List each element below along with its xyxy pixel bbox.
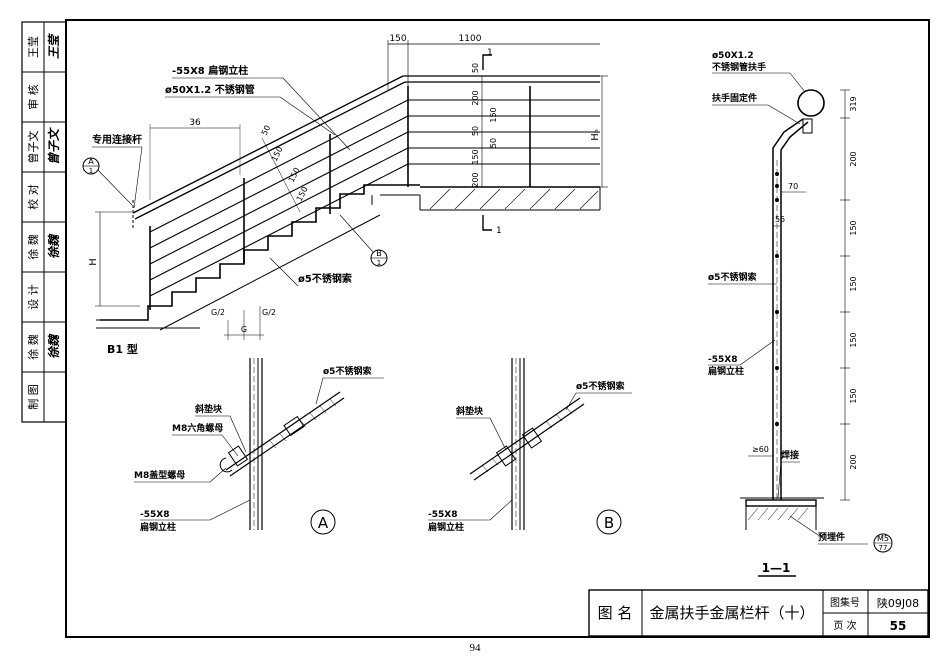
strip-role-1: 王莹 xyxy=(27,36,40,58)
dim-Hh: Hₕ xyxy=(590,129,601,141)
strip-sign-1: 王莹 xyxy=(47,33,61,59)
sec-dim-150a: 150 xyxy=(849,220,858,235)
sec-dim-319: 319 xyxy=(849,96,858,111)
sec-dim-150d: 150 xyxy=(849,388,858,403)
strip-role-7: 徐 魏 xyxy=(26,334,40,360)
callout-b-sub: 1 xyxy=(377,259,381,267)
section-title: 1—1 xyxy=(762,561,791,575)
page-number: 94 xyxy=(469,642,481,654)
dim-36: 36 xyxy=(189,118,201,128)
dim-150f: 150 xyxy=(295,185,310,203)
detail-b: ø5不锈钢索 斜垫块 -55X8 扁钢立柱 B xyxy=(428,358,632,535)
dim-H: H xyxy=(88,258,99,266)
sec-label-embed: 预埋件 xyxy=(818,531,845,543)
dim-150e: 150 xyxy=(287,166,302,184)
dim-G: G xyxy=(241,325,247,334)
detail-a-pad: 斜垫块 xyxy=(194,403,223,415)
title-block: 图 名 金属扶手金属栏杆（十） 图集号 陕09J08 页 次 55 xyxy=(588,589,929,637)
strip-role-2: 审 核 xyxy=(26,84,40,110)
label-connector: 专用连接杆 xyxy=(92,133,142,146)
sec-dim-200b: 200 xyxy=(849,454,858,469)
section-mark-bottom: 1 xyxy=(496,226,502,236)
dim-50c: 50 xyxy=(489,138,498,148)
title-name-label: 图 名 xyxy=(598,604,633,622)
dim-200b: 200 xyxy=(471,172,480,187)
detail-a: ø5不锈钢索 斜垫块 M8六角螺母 M8盖型螺母 -55X8 扁钢立柱 A xyxy=(134,358,384,535)
detail-a-post: -55X8 xyxy=(140,510,169,520)
sec-dim-55: 55 xyxy=(775,215,785,224)
approval-strip: 王莹 王莹 审 核 曾子文 曾子文 校 对 徐 魏 徐魏 设 计 徐 魏 徐魏 … xyxy=(21,21,67,423)
sec-mark-m5: M5 xyxy=(877,534,889,543)
detail-a-circle xyxy=(310,509,336,535)
strip-sign-7: 徐魏 xyxy=(47,333,61,359)
strip-role-8: 制 图 xyxy=(27,384,40,410)
callout-a-sub: 1 xyxy=(89,167,93,175)
landing-cables xyxy=(408,99,600,165)
sec-label-post: -55X8 xyxy=(708,355,737,365)
b1-elevation: 150 1100 1 1 50 200 50 150 200 150 50 Hₕ… xyxy=(82,34,608,356)
sec-dim-150c: 150 xyxy=(849,332,858,347)
strip-sign-3: 曾子文 xyxy=(47,127,61,165)
dim-150c: 150 xyxy=(270,145,285,163)
strip-sign-5: 徐魏 xyxy=(47,233,61,259)
page-no: 55 xyxy=(890,619,907,633)
callout-b: B xyxy=(376,249,382,258)
sec-dim-150b: 150 xyxy=(849,276,858,291)
detail-b-post: -55X8 xyxy=(428,510,457,520)
sec-dim-200a: 200 xyxy=(849,151,858,166)
drawing-title: 金属扶手金属栏杆（十） xyxy=(649,604,814,622)
label-pipe: ø50X1.2 不锈钢管 xyxy=(165,83,255,96)
atlas-number: 陕09J08 xyxy=(877,596,919,610)
detail-a-nut1: M8六角螺母 xyxy=(172,422,223,434)
dim-150a: 150 xyxy=(471,149,480,164)
dim-50d: 50 xyxy=(260,124,273,137)
sec-label-pipe2: 不锈钢管扶手 xyxy=(712,61,766,73)
detail-a-nut2: M8盖型螺母 xyxy=(134,469,185,481)
strip-role-4: 校 对 xyxy=(26,184,40,210)
detail-b-cable: ø5不锈钢索 xyxy=(576,380,624,392)
sec-label-cable: ø5不锈钢索 xyxy=(708,271,756,283)
sec-label-weld: 焊接 xyxy=(781,449,799,461)
posts xyxy=(149,86,531,310)
detail-a-cable: ø5不锈钢索 xyxy=(323,365,371,377)
sec-mark-sub: 77 xyxy=(879,544,888,552)
detail-b-label: B xyxy=(604,514,614,532)
detail-a-post2: 扁钢立柱 xyxy=(140,521,176,533)
stair-underside xyxy=(159,214,381,331)
section-mark-top: 1 xyxy=(487,48,493,58)
stair-cables xyxy=(149,99,409,297)
section-1-1: 319 200 150 150 150 150 200 70 55 ≥60 ø5… xyxy=(708,51,893,577)
sec-dim-60: ≥60 xyxy=(752,445,769,454)
strip-role-6: 设 计 xyxy=(27,284,40,310)
label-cable: ø5不锈钢索 xyxy=(298,272,352,285)
detail-b-circle xyxy=(596,509,622,535)
dim-200a: 200 xyxy=(471,90,480,105)
dim-150: 150 xyxy=(389,34,406,44)
detail-a-label: A xyxy=(318,514,329,532)
page-label: 页 次 xyxy=(833,619,856,632)
detail-b-post2: 扁钢立柱 xyxy=(428,521,464,533)
dim-50b: 50 xyxy=(471,126,480,136)
callout-a: A xyxy=(88,157,94,166)
handrail-pipe xyxy=(132,75,404,214)
sec-dim-70: 70 xyxy=(788,182,798,191)
b1-label: B1 型 xyxy=(107,342,138,356)
sec-label-fixer: 扶手固定件 xyxy=(712,92,757,104)
strip-role-3: 曾子文 xyxy=(26,131,40,164)
label-flat-post: -55X8 扁钢立柱 xyxy=(172,64,248,77)
dim-150b: 150 xyxy=(489,107,498,122)
dim-50a: 50 xyxy=(471,63,480,73)
sec-label-post2: 扁钢立柱 xyxy=(708,365,744,377)
stair-profile xyxy=(100,184,420,321)
section-post xyxy=(780,121,809,500)
dim-G2b: G/2 xyxy=(262,308,276,317)
dim-1100: 1100 xyxy=(459,34,482,44)
strip-role-5: 徐 魏 xyxy=(26,234,40,260)
section-pipe xyxy=(797,89,825,117)
dim-G2a: G/2 xyxy=(211,308,225,317)
atlas-label: 图集号 xyxy=(830,596,860,609)
sec-label-pipe: ø50X1.2 xyxy=(712,51,754,61)
detail-b-pad: 斜垫块 xyxy=(455,405,484,417)
